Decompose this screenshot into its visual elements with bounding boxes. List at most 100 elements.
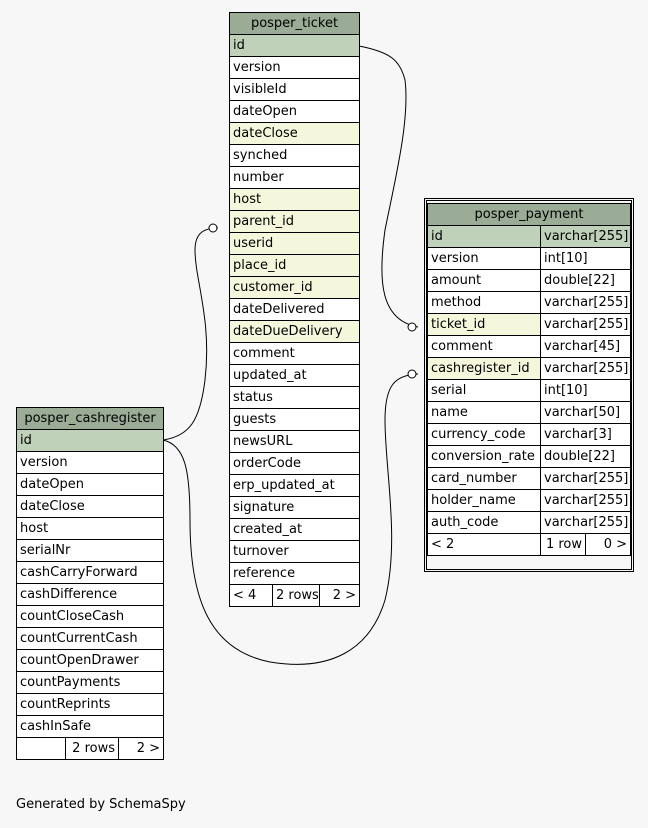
column-name: id — [229, 34, 360, 57]
column-row[interactable]: cashInSafe — [16, 715, 164, 738]
column-name: dateDueDelivery — [229, 320, 360, 343]
column-name: dateOpen — [229, 100, 360, 123]
column-row[interactable]: turnover — [229, 540, 360, 563]
column-name: reference — [229, 562, 360, 585]
column-row[interactable]: countReprints — [16, 693, 164, 716]
column-name: name — [427, 401, 541, 424]
column-row[interactable]: number — [229, 166, 360, 189]
column-name: synched — [229, 144, 360, 167]
column-row[interactable]: cashCarryForward — [16, 561, 164, 584]
column-row[interactable]: serialNr — [16, 539, 164, 562]
column-row[interactable]: dateDueDelivery — [229, 320, 360, 343]
column-name: countReprints — [16, 693, 164, 716]
column-type: varchar[255] — [539, 291, 632, 314]
column-row[interactable]: id — [229, 34, 360, 57]
column-name: customer_id — [229, 276, 360, 299]
table-title[interactable]: posper_payment — [426, 203, 632, 226]
column-row[interactable]: dateOpen — [16, 473, 164, 496]
column-row[interactable]: userid — [229, 232, 360, 255]
column-row[interactable]: reference — [229, 562, 360, 585]
column-name: comment — [427, 335, 541, 358]
children-link[interactable]: 2 > — [118, 737, 164, 760]
column-row[interactable]: status — [229, 386, 360, 409]
children-link[interactable]: 0 > — [584, 533, 632, 556]
row-count: 2 rows — [272, 584, 320, 607]
column-type: double[22] — [539, 269, 632, 292]
column-row[interactable]: countCurrentCash — [16, 627, 164, 650]
column-name: erp_updated_at — [229, 474, 360, 497]
column-row[interactable]: erp_updated_at — [229, 474, 360, 497]
column-name: cashCarryForward — [16, 561, 164, 584]
row-count: 1 row — [540, 533, 586, 556]
column-row[interactable]: countOpenDrawer — [16, 649, 164, 672]
column-row[interactable]: version — [16, 451, 164, 474]
column-row[interactable]: cashDifference — [16, 583, 164, 606]
column-row[interactable]: updated_at — [229, 364, 360, 387]
column-name: userid — [229, 232, 360, 255]
column-name: orderCode — [229, 452, 360, 475]
column-row[interactable]: parent_id — [229, 210, 360, 233]
column-name: version — [16, 451, 164, 474]
column-name: countCurrentCash — [16, 627, 164, 650]
column-name: comment — [229, 342, 360, 365]
column-name: currency_code — [427, 423, 541, 446]
column-row[interactable]: orderCode — [229, 452, 360, 475]
column-row[interactable]: place_id — [229, 254, 360, 277]
column-row[interactable]: comment — [229, 342, 360, 365]
column-name: guests — [229, 408, 360, 431]
column-name: number — [229, 166, 360, 189]
column-row[interactable]: visibleId — [229, 78, 360, 101]
column-type: varchar[255] — [539, 489, 632, 512]
column-type: varchar[50] — [539, 401, 632, 424]
column-row[interactable]: dateOpen — [229, 100, 360, 123]
column-row[interactable]: guests — [229, 408, 360, 431]
column-row[interactable]: dateClose — [229, 122, 360, 145]
table-title[interactable]: posper_cashregister — [16, 407, 164, 430]
column-row[interactable]: dateClose — [16, 495, 164, 518]
column-row[interactable]: countCloseCash — [16, 605, 164, 628]
column-name: holder_name — [427, 489, 541, 512]
column-row[interactable]: synched — [229, 144, 360, 167]
column-row[interactable]: newsURL — [229, 430, 360, 453]
parents-link[interactable]: < 2 — [427, 533, 541, 556]
column-row[interactable]: signature — [229, 496, 360, 519]
parents-link[interactable]: < 4 — [229, 584, 273, 607]
table-title[interactable]: posper_ticket — [229, 12, 360, 35]
column-type: varchar[255] — [539, 313, 632, 336]
column-row[interactable]: version — [229, 56, 360, 79]
column-type: varchar[255] — [539, 225, 632, 248]
column-row[interactable]: created_at — [229, 518, 360, 541]
column-row[interactable]: host — [16, 517, 164, 540]
column-type: double[22] — [539, 445, 632, 468]
column-row[interactable]: id — [16, 429, 164, 452]
column-type: varchar[45] — [539, 335, 632, 358]
column-row[interactable]: customer_id — [229, 276, 360, 299]
parents-link[interactable] — [16, 737, 66, 760]
column-name: amount — [427, 269, 541, 292]
children-link[interactable]: 2 > — [319, 584, 360, 607]
column-name: serial — [427, 379, 541, 402]
column-name: cashregister_id — [427, 357, 541, 380]
column-row[interactable]: countPayments — [16, 671, 164, 694]
column-name: serialNr — [16, 539, 164, 562]
column-row[interactable]: dateDelivered — [229, 298, 360, 321]
column-row[interactable]: host — [229, 188, 360, 211]
